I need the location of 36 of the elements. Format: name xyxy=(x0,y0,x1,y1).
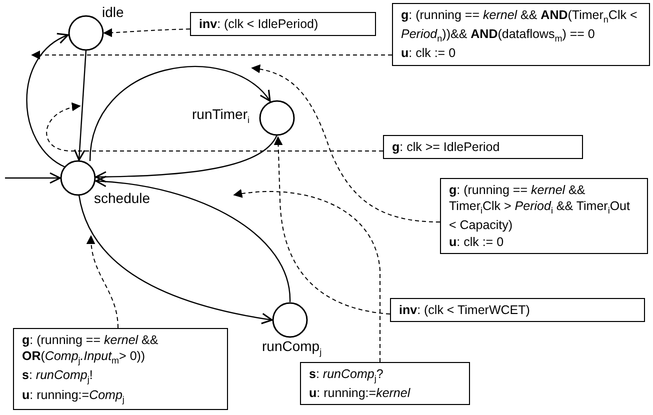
leader-line xyxy=(86,235,118,328)
annotation-text: s: runComp$_{j}$! xyxy=(22,367,94,387)
leader-line xyxy=(46,103,384,152)
leader-line xyxy=(274,136,390,314)
leader-line xyxy=(103,28,190,38)
annotation-text: g: (running == kernel && OR(Comp$_{j}$.Input$_{m}$> 0)) xyxy=(22,332,160,368)
annotation-box xyxy=(383,135,583,160)
annotation-box xyxy=(13,328,228,410)
transition-arrow xyxy=(95,176,291,302)
state-label: schedule xyxy=(94,190,150,206)
annotation-box xyxy=(390,298,645,322)
leader-line xyxy=(233,189,380,362)
annotation-text: g: clk >= IdlePeriod xyxy=(392,139,501,156)
state-label: runTimer$_{i}$ xyxy=(192,106,250,125)
annotation-box xyxy=(190,12,376,36)
transition-arrow xyxy=(26,34,69,168)
annotation-text: u: running:=Comp$_{j}$ xyxy=(22,386,126,406)
annotation-box xyxy=(392,3,650,66)
annotation-text: u: clk := 0 xyxy=(449,234,505,250)
annotation-text: inv: (clk < IdlePeriod) xyxy=(199,16,320,32)
transition-arrow xyxy=(78,194,273,324)
transition-arrow xyxy=(89,66,271,162)
annotation-text: inv: (clk < TimerWCET) xyxy=(399,302,531,318)
annotation-box xyxy=(440,178,648,254)
transition-arrow xyxy=(5,172,61,184)
annotation-text: s: runComp$_{j}$? xyxy=(309,366,384,386)
transition-arrow xyxy=(95,134,278,183)
state-label: idle xyxy=(102,4,124,20)
annotation-text: u: clk := 0 xyxy=(401,45,457,62)
leader-line xyxy=(251,64,440,222)
state-label: runComp$_{j}$ xyxy=(262,338,322,357)
leader-line xyxy=(31,50,392,60)
annotation-text: g: (running == kernel && Timer$_{i}$Clk > Period$_{i}$ && Timer$_{i}$Out < Capacity) xyxy=(449,182,631,234)
annotation-box xyxy=(300,362,470,406)
transition-arrow xyxy=(74,50,87,161)
annotation-text: u: running:=kernel xyxy=(309,385,412,402)
